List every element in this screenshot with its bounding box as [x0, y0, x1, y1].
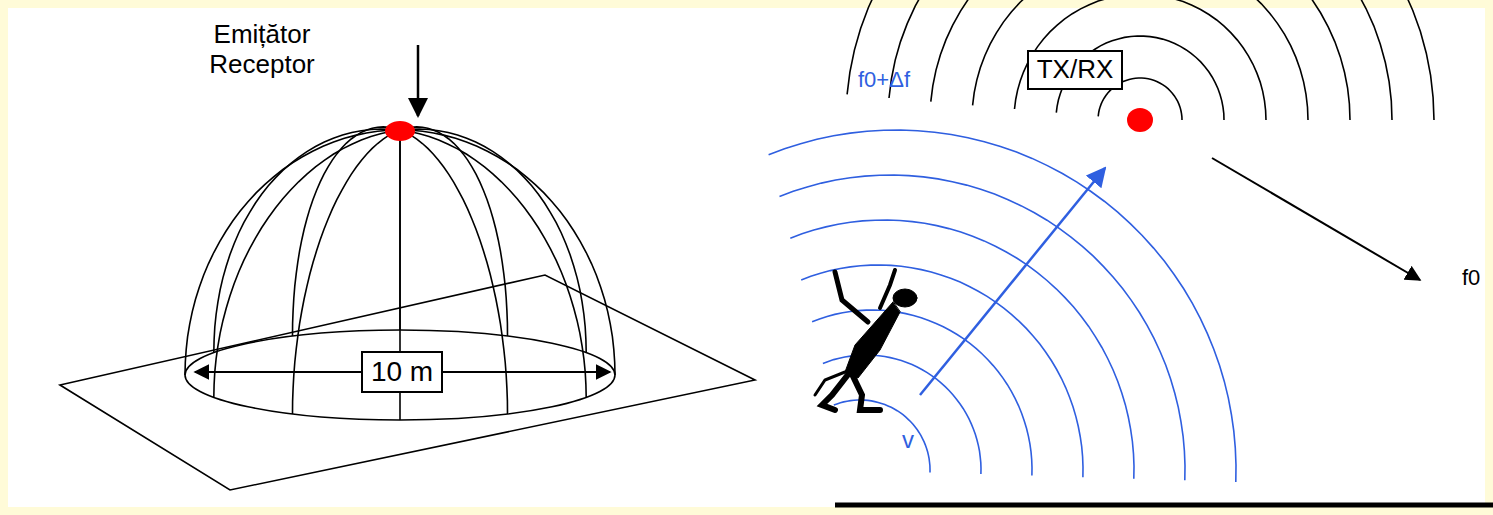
box-label: 10 m: [371, 356, 433, 388]
wave-fronts: [769, 0, 1434, 482]
transceiver-dot: [1127, 108, 1153, 132]
intruder-figure: [815, 270, 917, 410]
pointer-arrow: [417, 45, 420, 116]
floor-line: [835, 503, 1493, 508]
transceiver-dot: [385, 121, 415, 141]
hemisphere: [185, 126, 615, 420]
text-label: f0: [1462, 265, 1480, 291]
label-box: TX/RX: [1027, 50, 1124, 90]
text-label: v: [902, 426, 914, 454]
velocity-arrow: [920, 168, 1105, 395]
emitted-wave-arrow: [1212, 158, 1420, 280]
ground-plane: [60, 275, 755, 490]
box-label: TX/RX: [1037, 55, 1114, 85]
text-label: f0+Δf: [858, 67, 910, 93]
text-label: Emițător Receptor: [177, 20, 347, 80]
label-box: 10 m: [361, 351, 443, 393]
